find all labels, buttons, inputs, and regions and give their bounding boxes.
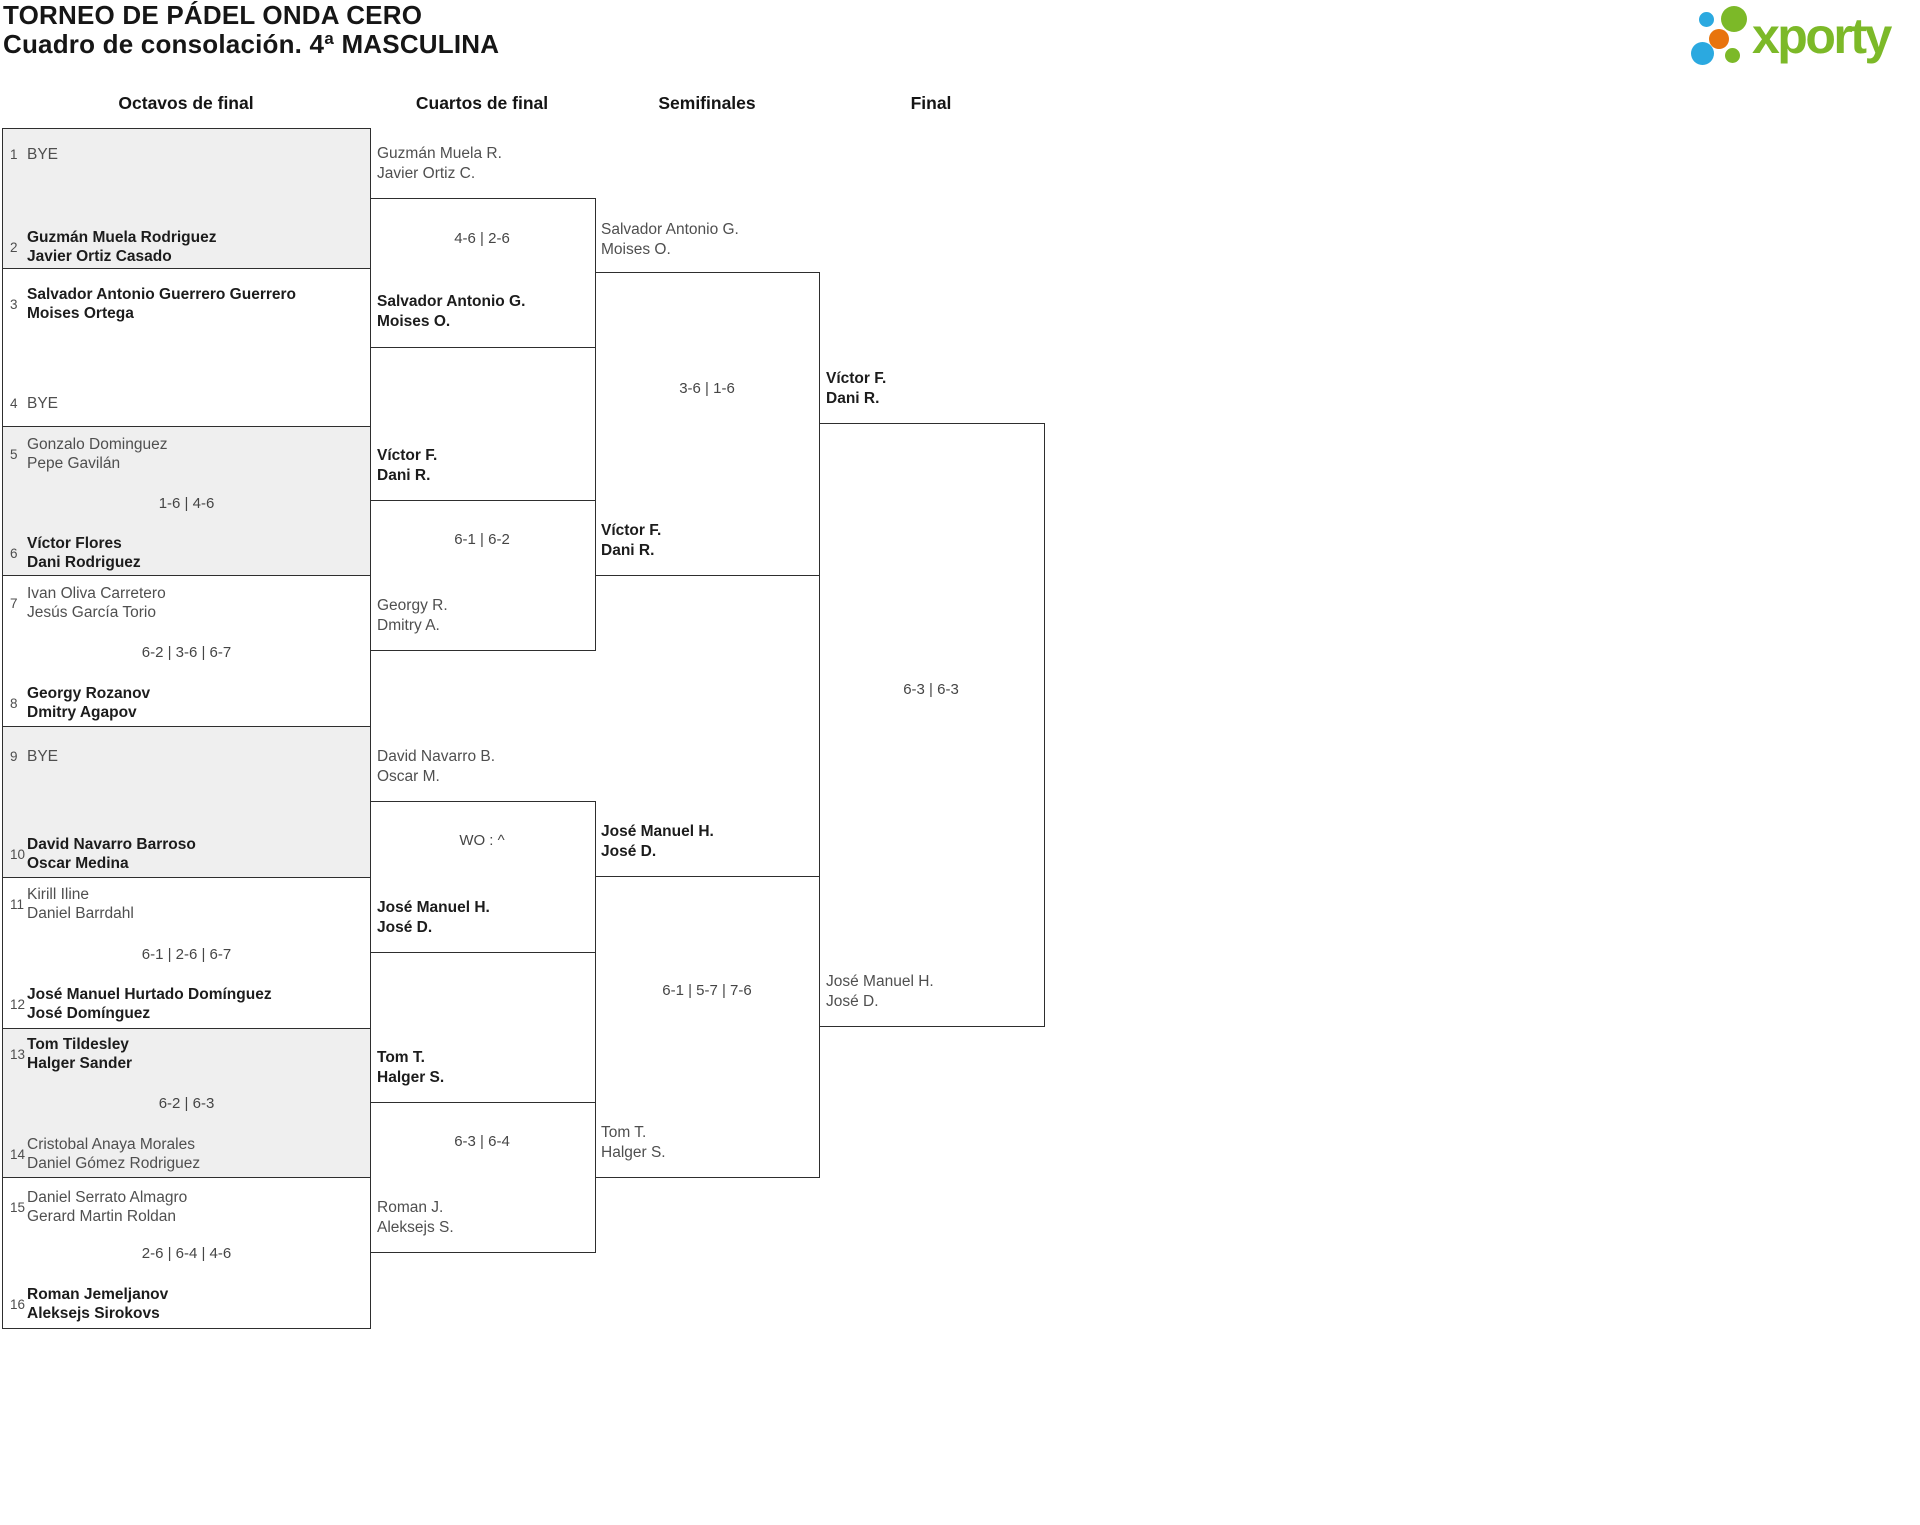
seed-number: 11 <box>10 896 25 912</box>
seed-number: 12 <box>10 996 26 1012</box>
page-title: TORNEO DE PÁDEL ONDA CERO Cuadro de cons… <box>3 1 499 59</box>
sf2-score: 6-1 | 5-7 | 7-6 <box>662 982 752 999</box>
logo-dot-green-large <box>1721 6 1747 32</box>
match-score: 2-6 | 6-4 | 4-6 <box>141 1245 232 1262</box>
qf4-top-team: Tom T.Halger S. <box>377 1049 445 1086</box>
seed-number: 10 <box>10 846 26 862</box>
match-score: 6-1 | 2-6 | 6-7 <box>141 946 232 963</box>
logo-dot-blue-large <box>1691 42 1714 65</box>
round-header-octavos: Octavos de final <box>118 93 254 113</box>
sf2-bottom-team: Tom T.Halger S. <box>601 1124 666 1161</box>
seed-number: 16 <box>10 1296 26 1312</box>
sf1-bottom-team: Víctor F.Dani R. <box>601 522 662 559</box>
xporty-logo[interactable]: xporty <box>1690 4 1918 68</box>
round-header-semifinales: Semifinales <box>658 93 756 113</box>
final-box <box>819 423 1045 1027</box>
seed-number: 1 <box>10 147 18 162</box>
sf1-top-team: Salvador Antonio G.Moises O. <box>601 221 739 258</box>
team-slot: 4 BYE <box>10 395 59 412</box>
match-score: 6-2 | 3-6 | 6-7 <box>141 644 232 661</box>
qf4-bottom-team: Roman J.Aleksejs S. <box>377 1199 454 1236</box>
qf3-top-team: David Navarro B.Oscar M. <box>377 748 496 785</box>
tournament-name: TORNEO DE PÁDEL ONDA CERO <box>3 0 423 30</box>
sf2-top-team: José Manuel H.José D. <box>601 823 714 860</box>
seed-number: 2 <box>10 239 18 255</box>
logo-dot-orange <box>1709 29 1729 49</box>
seed-number: 3 <box>10 296 18 312</box>
seed-number: 7 <box>10 595 18 611</box>
seed-number: 14 <box>10 1146 26 1162</box>
seed-number: 9 <box>10 749 18 764</box>
logo-wordmark: xporty <box>1752 8 1892 64</box>
final-bottom-team: José Manuel H.José D. <box>826 973 934 1010</box>
round-header-cuartos: Cuartos de final <box>415 93 549 113</box>
sf1-score: 3-6 | 1-6 <box>679 380 735 397</box>
match-score: 6-2 | 6-3 <box>158 1095 215 1112</box>
seed-number: 6 <box>10 545 18 561</box>
qf2-bottom-team: Georgy R.Dmitry A. <box>377 597 448 634</box>
final-score: 6-3 | 6-3 <box>903 681 959 698</box>
seed-number: 4 <box>10 396 18 411</box>
seed-number: 13 <box>10 1046 26 1062</box>
qf1-score: 4-6 | 2-6 <box>454 230 510 247</box>
seed-number: 8 <box>10 695 18 711</box>
qf2-score: 6-1 | 6-2 <box>454 531 510 548</box>
match-score: 1-6 | 4-6 <box>158 495 215 512</box>
qf4-score: 6-3 | 6-4 <box>454 1133 510 1150</box>
team-slot: 1 BYE <box>10 146 59 163</box>
bracket-subtitle: Cuadro de consolación. 4ª MASCULINA <box>3 29 500 59</box>
semifinal-2-box <box>595 876 820 1178</box>
seed-number: 15 <box>10 1199 26 1215</box>
logo-dot-blue-small <box>1699 12 1714 27</box>
team-slot: 9 BYE <box>10 748 59 765</box>
qf2-top-team: Víctor F.Dani R. <box>377 447 438 484</box>
qf1-bottom-team: Salvador Antonio G.Moises O. <box>377 293 526 330</box>
qf3-bottom-team: José Manuel H.José D. <box>377 899 490 936</box>
round-header-final: Final <box>910 93 952 113</box>
logo-dot-green-small <box>1725 48 1740 63</box>
final-top-team: Víctor F.Dani R. <box>826 370 887 407</box>
seed-number: 5 <box>10 446 18 462</box>
qf1-top-team: Guzmán Muela R.Javier Ortiz C. <box>377 145 502 182</box>
qf3-score: WO : ^ <box>459 832 505 849</box>
